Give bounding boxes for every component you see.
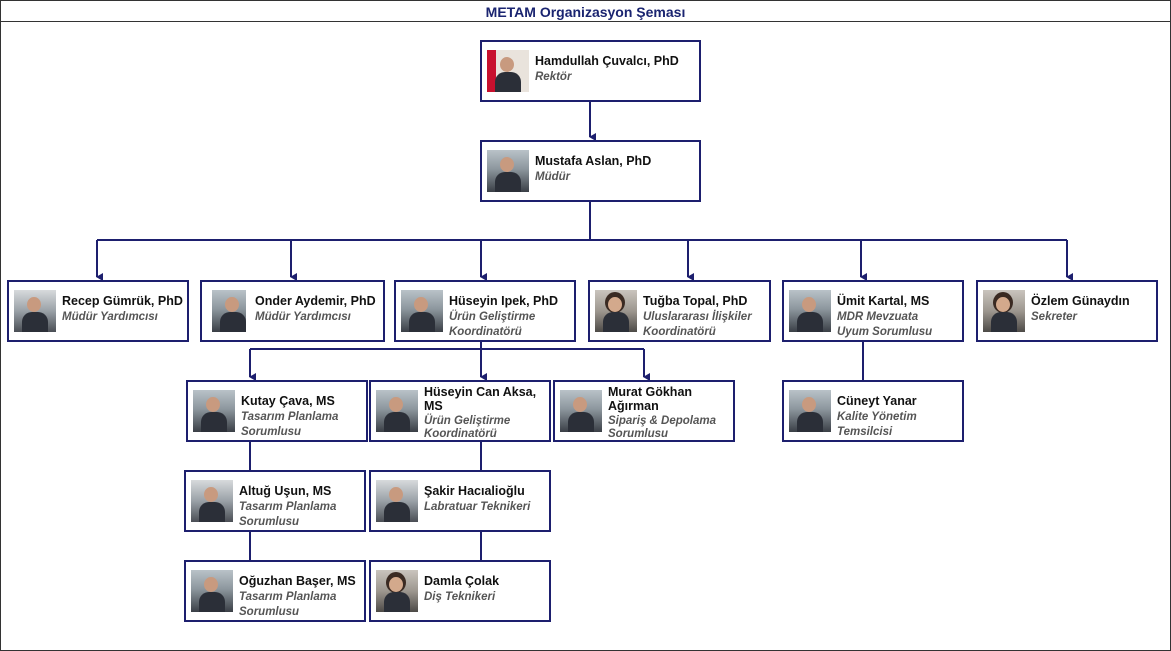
person-role: Tasarım Planlama Sorumlusu xyxy=(239,590,336,620)
role-line-2: Uyum Sorumlusu xyxy=(837,326,933,338)
node-cuneyt[interactable]: Cüneyt Yanar Kalite Yönetim Temsilcisi xyxy=(782,380,964,442)
person-photo xyxy=(401,290,443,332)
person-name: Cüneyt Yanar xyxy=(837,394,917,408)
role-line-2: Sorumlusu xyxy=(239,516,300,528)
node-oguzhan[interactable]: Oğuzhan Başer, MS Tasarım Planlama Sorum… xyxy=(184,560,366,622)
name-line-1: Murat Gökhan xyxy=(608,385,693,399)
person-name: Mustafa Aslan, PhD xyxy=(535,154,652,168)
person-name: Onder Aydemir, PhD xyxy=(255,294,376,308)
person-name: Ümit Kartal, MS xyxy=(837,294,930,308)
person-name: Altuğ Uşun, MS xyxy=(239,484,332,498)
name-line-2: Ağırman xyxy=(608,399,659,413)
node-murat[interactable]: Murat Gökhan Ağırman Sipariş & Depolama … xyxy=(553,380,735,442)
person-photo xyxy=(191,480,233,522)
person-name: Hüseyin Can Aksa, MS xyxy=(424,385,554,413)
person-photo xyxy=(14,290,56,332)
person-role: Sekreter xyxy=(1031,311,1078,323)
node-kutay[interactable]: Kutay Çava, MS Tasarım Planlama Sorumlus… xyxy=(186,380,368,442)
name-line-2: MS xyxy=(424,399,443,413)
person-role: Tasarım Planlama Sorumlusu xyxy=(241,410,338,440)
node-huseyin-ipek[interactable]: Hüseyin Ipek, PhD Ürün Geliştirme Koordi… xyxy=(394,280,576,342)
person-name: Murat Gökhan Ağırman xyxy=(608,385,738,413)
name-line-1: Hüseyin Can Aksa, xyxy=(424,385,537,399)
role-line-2: Sorumlusu xyxy=(241,426,302,438)
person-role: Kalite Yönetim Temsilcisi xyxy=(837,410,917,440)
role-line-2: Koordinatörü xyxy=(424,428,497,440)
node-rector[interactable]: Hamdullah Çuvalcı, PhD Rektör xyxy=(480,40,701,102)
person-role: Ürün Geliştirme Koordinatörü xyxy=(424,415,510,441)
role-line-2: Temsilcisi xyxy=(837,426,893,438)
person-role: Müdür xyxy=(535,171,571,183)
person-role: Tasarım Planlama Sorumlusu xyxy=(239,500,336,530)
role-line-2: Sorumlusu xyxy=(608,428,669,440)
person-name: Kutay Çava, MS xyxy=(241,394,335,408)
node-altug[interactable]: Altuğ Uşun, MS Tasarım Planlama Sorumlus… xyxy=(184,470,366,532)
person-photo xyxy=(789,290,831,332)
person-photo xyxy=(789,390,831,432)
node-damla[interactable]: Damla Çolak Diş Teknikeri xyxy=(369,560,551,622)
person-role: Uluslararası İlişkiler Koordinatörü xyxy=(643,310,752,340)
person-name: Recep Gümrük, PhD xyxy=(62,294,183,308)
role-line-2: Koordinatörü xyxy=(643,326,716,338)
person-name: Oğuzhan Başer, MS xyxy=(239,574,356,588)
role-line-1: Tasarım Planlama xyxy=(239,591,337,603)
role-line-2: Sorumlusu xyxy=(239,606,300,618)
role-line-1: Tasarım Planlama xyxy=(241,411,339,423)
node-sakir[interactable]: Şakir Hacıalioğlu Labratuar Teknikeri xyxy=(369,470,551,532)
node-recep[interactable]: Recep Gümrük, PhD Müdür Yardımcısı xyxy=(7,280,189,342)
person-photo xyxy=(376,480,418,522)
person-photo xyxy=(376,570,418,612)
node-ozlem[interactable]: Özlem Günaydın Sekreter xyxy=(976,280,1158,342)
person-role: Rektör xyxy=(535,71,572,83)
person-role: Ürün Geliştirme Koordinatörü xyxy=(449,310,535,340)
role-line-1: Uluslararası İlişkiler xyxy=(643,311,752,323)
role-line-2: Koordinatörü xyxy=(449,326,522,338)
person-photo xyxy=(212,290,246,332)
person-role: Müdür Yardımcısı xyxy=(62,311,158,323)
title-bar: METAM Organizasyon Şeması xyxy=(1,1,1170,22)
person-photo xyxy=(487,150,529,192)
person-photo xyxy=(191,570,233,612)
person-name: Özlem Günaydın xyxy=(1031,294,1130,308)
person-photo xyxy=(983,290,1025,332)
person-role: Labratuar Teknikeri xyxy=(424,501,531,513)
node-director[interactable]: Mustafa Aslan, PhD Müdür xyxy=(480,140,701,202)
role-line-1: Ürün Geliştirme xyxy=(424,415,511,427)
person-name: Hüseyin Ipek, PhD xyxy=(449,294,559,308)
node-huseyin-can[interactable]: Hüseyin Can Aksa, MS Ürün Geliştirme Koo… xyxy=(369,380,551,442)
person-role: Diş Teknikeri xyxy=(424,591,496,603)
person-photo xyxy=(595,290,637,332)
person-photo xyxy=(487,50,529,92)
person-role: Müdür Yardımcısı xyxy=(255,311,351,323)
person-name: Damla Çolak xyxy=(424,574,500,588)
person-name: Şakir Hacıalioğlu xyxy=(424,484,525,498)
person-photo xyxy=(376,390,418,432)
node-umit[interactable]: Ümit Kartal, MS MDR Mevzuata Uyum Soruml… xyxy=(782,280,964,342)
role-line-1: Tasarım Planlama xyxy=(239,501,337,513)
person-name: Tuğba Topal, PhD xyxy=(643,294,748,308)
role-line-1: MDR Mevzuata xyxy=(837,311,919,323)
node-onder[interactable]: Onder Aydemir, PhD Müdür Yardımcısı xyxy=(200,280,385,342)
person-photo xyxy=(193,390,235,432)
role-line-1: Kalite Yönetim xyxy=(837,411,917,423)
chart-title: METAM Organizasyon Şeması xyxy=(485,4,686,20)
node-tugba[interactable]: Tuğba Topal, PhD Uluslararası İlişkiler … xyxy=(588,280,771,342)
role-line-1: Sipariş & Depolama xyxy=(608,415,717,427)
person-role: MDR Mevzuata Uyum Sorumlusu xyxy=(837,310,932,340)
person-photo xyxy=(560,390,602,432)
role-line-1: Ürün Geliştirme xyxy=(449,311,536,323)
person-name: Hamdullah Çuvalcı, PhD xyxy=(535,54,679,68)
person-role: Sipariş & Depolama Sorumlusu xyxy=(608,415,716,441)
